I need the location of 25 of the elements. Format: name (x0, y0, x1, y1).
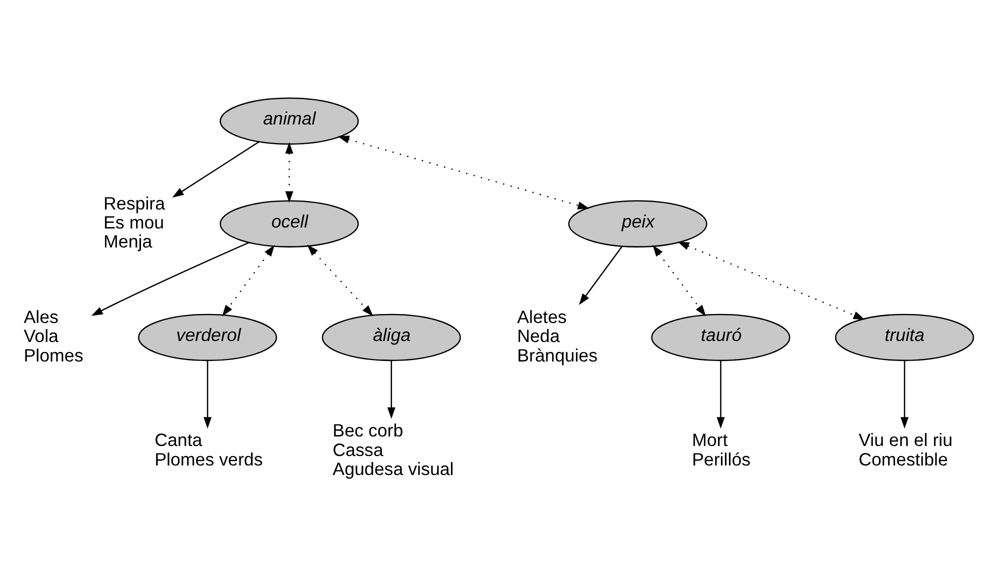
arrow (716, 360, 725, 428)
node-ellipse: ocell (220, 200, 359, 247)
arrow (285, 142, 294, 202)
arrow (222, 244, 275, 316)
node-ellipse: àliga (322, 313, 461, 361)
arrow (204, 360, 212, 428)
arrow (578, 246, 622, 305)
arrow (338, 135, 590, 209)
node-text: Viu en el riu Comestible (858, 430, 953, 469)
node-text: Respira Es mou Menja (104, 192, 166, 252)
node-text: Mort Perillós (692, 430, 751, 469)
arrow (652, 244, 706, 316)
node-text: Aletes Neda Brànquies (517, 306, 598, 365)
arrow (307, 244, 374, 316)
node-text: Bec corb Cassa Agudesa visual (332, 420, 454, 478)
node-text: Ales Vola Plomes (24, 306, 84, 365)
node-ellipse: tauró (651, 313, 790, 361)
arrow (900, 360, 909, 428)
node-text: Canta Plomes verds (154, 430, 263, 469)
arrow (678, 241, 865, 320)
arrow (172, 140, 260, 198)
node-ellipse: verderol (138, 313, 278, 361)
node-ellipse: truita (834, 313, 974, 361)
arrow (387, 360, 396, 418)
arrow (91, 242, 250, 316)
